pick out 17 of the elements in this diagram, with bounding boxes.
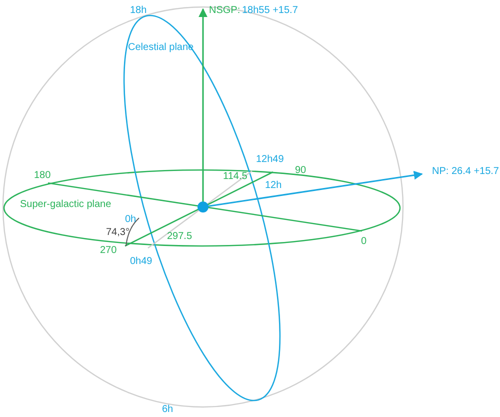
text-label: 114.5 (223, 171, 248, 183)
text-label: NSGP: (209, 5, 240, 17)
text-label: 270 (100, 245, 117, 257)
text-label: 18h (130, 5, 147, 17)
text-label: 0h (125, 214, 136, 226)
text-label: 180 (34, 170, 51, 182)
text-label: 90 (295, 165, 306, 177)
text-label: 74,3° (106, 227, 130, 239)
text-label: 12h49 (256, 154, 284, 166)
text-label: 18h55 +15.7 (242, 5, 298, 17)
text-label: 0h49 (130, 256, 152, 268)
text-label: 297.5 (167, 231, 192, 243)
text-label: 12h (265, 180, 282, 192)
text-label: 0 (361, 236, 367, 248)
text-label: Super-galactic plane (20, 199, 112, 211)
text-label: NP: 26.4 +15.7 (432, 166, 499, 178)
text-label: 6h (162, 404, 174, 416)
